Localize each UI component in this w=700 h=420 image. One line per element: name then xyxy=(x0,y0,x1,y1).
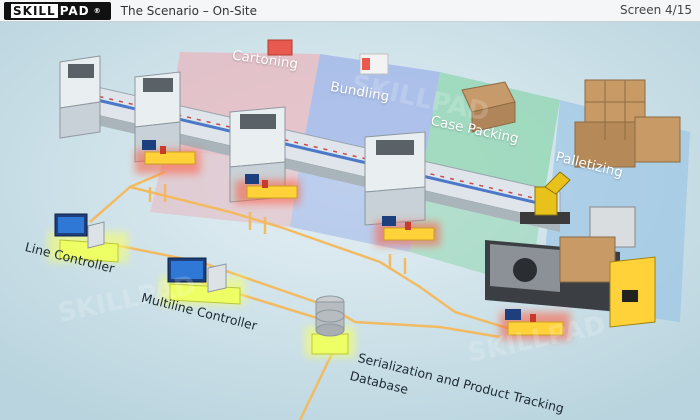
palletizer-robot xyxy=(485,171,656,328)
logo-left: SKILL xyxy=(11,3,58,18)
screen-counter: Screen 4/15 xyxy=(619,3,692,17)
station-terminals xyxy=(142,140,564,336)
products xyxy=(267,39,516,133)
factory-scene: SKILLPAD SKILLPAD SKILLPAD Cartoning Bun… xyxy=(0,22,700,420)
database-server xyxy=(311,295,349,355)
line-controller-device xyxy=(54,213,119,263)
machines xyxy=(59,55,426,226)
logo-mark: ® xyxy=(93,6,102,15)
page-title: The Scenario – On-Site xyxy=(120,3,258,18)
multiline-controller-device xyxy=(167,257,241,305)
factory-illustration: SKILLPAD SKILLPAD SKILLPAD xyxy=(0,22,700,420)
pallet-stack xyxy=(574,79,681,168)
network-wires xyxy=(89,170,521,420)
logo-right: PAD xyxy=(59,3,90,18)
